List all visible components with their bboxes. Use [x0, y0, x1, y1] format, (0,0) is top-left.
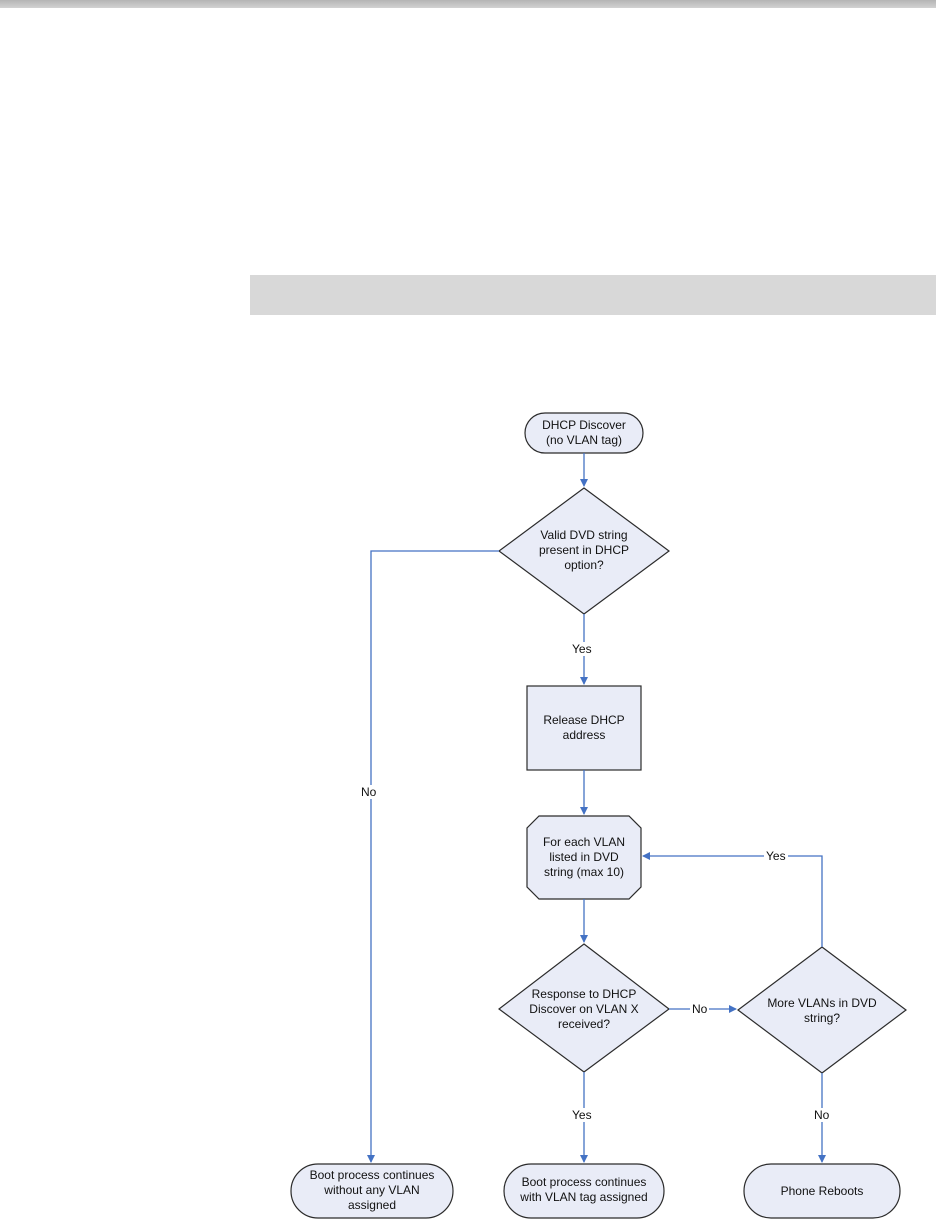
release-process-node: [526, 685, 642, 771]
edge-response-no-label: No: [690, 1002, 710, 1016]
edge-more-yes-label: Yes: [764, 849, 788, 863]
edge-more-yes: [642, 852, 823, 947]
end-no-vlan-node: [290, 1163, 454, 1219]
top-rule: [0, 0, 936, 8]
loop-limit-node: [526, 815, 642, 900]
release-label: Release DHCP address: [543, 713, 625, 742]
edge-valid-no-label: No: [359, 785, 379, 799]
edge-response-yes-label: Yes: [570, 1108, 594, 1122]
edge-more-no-label: No: [812, 1108, 832, 1122]
response-label: Response to DHCP Discover on VLAN X rece…: [529, 987, 639, 1031]
valid-dvd-label: Valid DVD string present in DHCP option?: [538, 528, 630, 572]
edge-valid-yes-label: Yes: [570, 642, 594, 656]
end-vlan-label: Boot process continues with VLAN tag ass…: [520, 1175, 648, 1204]
reboot-label: Phone Reboots: [780, 1184, 864, 1198]
reboot-node: [743, 1163, 901, 1219]
more-vlans-label: More VLANs in DVD string?: [767, 996, 877, 1025]
end-vlan-node: [503, 1163, 665, 1219]
section-band: [250, 275, 936, 315]
end-no-vlan-label: Boot process continues without any VLAN …: [309, 1168, 435, 1212]
loop-label: For each VLAN listed in DVD string (max …: [542, 835, 626, 879]
start-node-label: DHCP Discover (no VLAN tag): [542, 418, 626, 447]
edge-valid-no: [367, 550, 499, 1163]
